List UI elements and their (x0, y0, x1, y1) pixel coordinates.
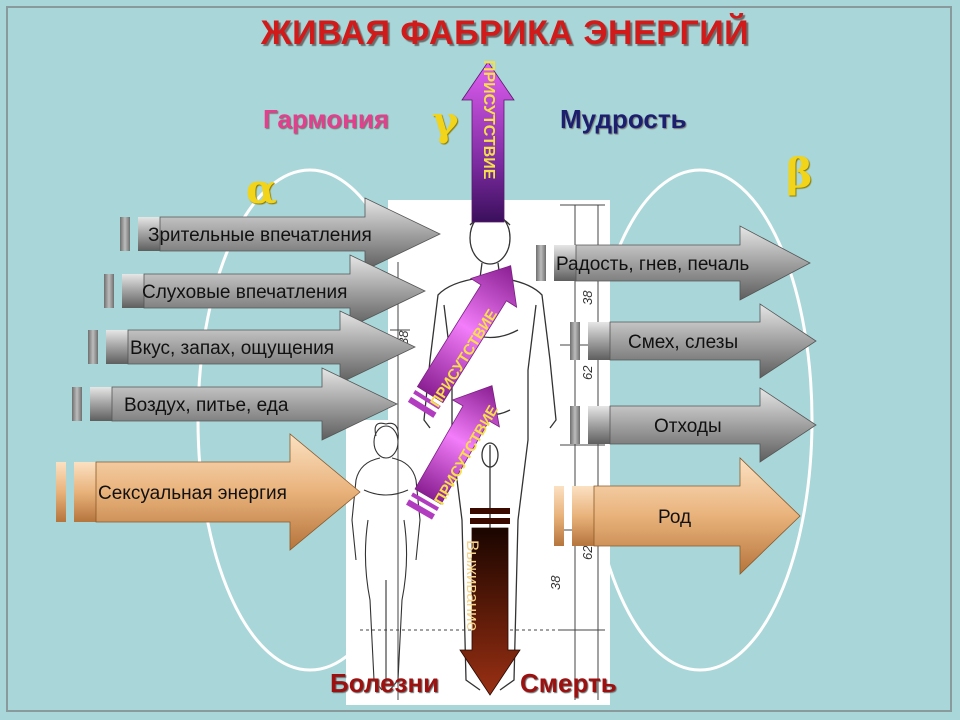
gamma-symbol: γ (432, 98, 459, 145)
slide-frame (6, 6, 952, 712)
female-figure-panel (346, 420, 428, 705)
beta-symbol: β (786, 150, 813, 197)
presence-arrow-vertical (461, 61, 515, 223)
survival-label: Выживание (463, 540, 482, 632)
female-figure (351, 422, 421, 691)
dim-label-upper-2: 38 (548, 575, 563, 590)
output-label-kin: Род (658, 507, 692, 528)
harmony-heading: Гармония (263, 104, 390, 134)
output-label-emotions: Радость, гнев, печаль (556, 254, 750, 275)
input-label-air-food: Воздух, питье, еда (124, 395, 289, 416)
output-arrows (536, 225, 817, 575)
diseases-label: Болезни (330, 668, 440, 698)
input-label-taste: Вкус, запах, ощущения (130, 338, 335, 359)
page-title: ЖИВАЯ ФАБРИКА ЭНЕРГИЙ (260, 14, 750, 52)
survival-arrow (459, 508, 521, 696)
alpha-symbol: α (246, 166, 277, 213)
death-label: Смерть (520, 668, 617, 698)
input-label-auditory: Слуховые впечатления (142, 282, 348, 303)
output-label-laughter: Смех, слезы (628, 332, 739, 353)
dim-label-middle-2: 62 (580, 545, 595, 560)
presence-label-vertical: ПРИСУТСТВИЕ (480, 60, 497, 180)
input-label-sexual-energy: Сексуальная энергия (98, 483, 287, 504)
dim-label-upper: 38 (580, 290, 595, 305)
dim-label-middle: 62 (580, 365, 595, 380)
input-label-visual: Зрительные впечатления (148, 225, 372, 246)
presence-arrow-diagonal-2 (406, 385, 500, 520)
presence-arrow-diagonal-1 (407, 265, 518, 418)
output-label-waste: Отходы (654, 416, 722, 437)
wisdom-heading: Мудрость (560, 104, 687, 134)
input-arrows (56, 197, 441, 551)
